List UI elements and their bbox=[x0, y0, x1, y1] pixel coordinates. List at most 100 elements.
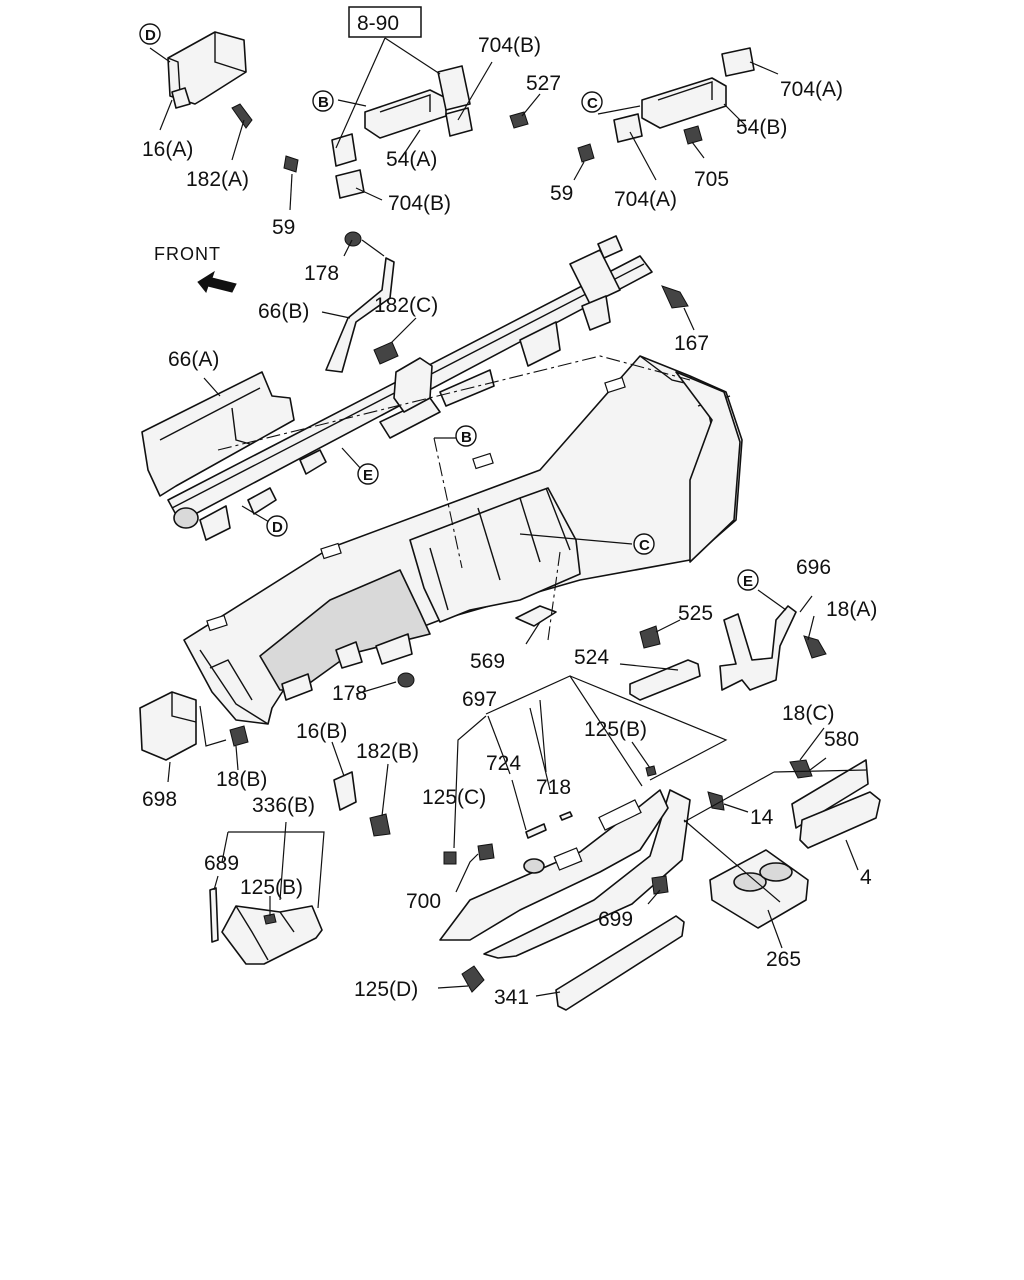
pocket-54a bbox=[364, 89, 447, 139]
label-724: 724 bbox=[486, 752, 521, 775]
cover-4 bbox=[799, 791, 881, 849]
screw-14 bbox=[707, 791, 725, 811]
label-569: 569 bbox=[470, 650, 505, 673]
lower-panel-697 bbox=[439, 789, 691, 959]
clip-569 bbox=[515, 605, 557, 627]
label-689: 689 bbox=[204, 852, 239, 875]
callout-b-panel-letter: B bbox=[461, 429, 472, 446]
label-704b-top: 704(B) bbox=[478, 34, 541, 57]
front-label: FRONT bbox=[154, 244, 221, 264]
label-182a: 182(A) bbox=[186, 168, 249, 191]
clip-125c bbox=[443, 851, 457, 865]
label-54b: 54(B) bbox=[736, 116, 787, 139]
label-4: 4 bbox=[860, 866, 872, 889]
bracket-696 bbox=[719, 605, 797, 691]
bolt-182b bbox=[369, 813, 391, 837]
bolt-182a bbox=[231, 103, 253, 129]
screw-59-left bbox=[283, 155, 299, 173]
label-705: 705 bbox=[694, 168, 729, 191]
label-14: 14 bbox=[750, 806, 774, 829]
trim-524 bbox=[629, 659, 701, 701]
label-341: 341 bbox=[494, 986, 529, 1009]
nut-178-lower bbox=[397, 672, 415, 688]
label-125b-right: 125(B) bbox=[584, 718, 647, 741]
label-182c: 182(C) bbox=[374, 294, 438, 317]
bracket-66b bbox=[325, 257, 395, 373]
strip-689 bbox=[209, 887, 219, 943]
label-696: 696 bbox=[796, 556, 831, 579]
label-704a-bottom: 704(A) bbox=[614, 188, 677, 211]
clip-525 bbox=[639, 625, 661, 649]
bolt-182c bbox=[373, 341, 399, 365]
callout-d-top-letter: D bbox=[145, 27, 156, 44]
callout-d-beam-letter: D bbox=[272, 519, 283, 536]
lid-341 bbox=[555, 915, 685, 1011]
bolt-18a bbox=[803, 635, 827, 659]
label-718: 718 bbox=[536, 776, 571, 799]
assembly-line-c bbox=[547, 551, 561, 641]
label-700: 700 bbox=[406, 890, 441, 913]
callout-b-top: B bbox=[312, 90, 334, 112]
label-527: 527 bbox=[526, 72, 561, 95]
bracket-16b bbox=[333, 771, 357, 811]
label-182b: 182(B) bbox=[356, 740, 419, 763]
callout-c-panel-letter: C bbox=[639, 537, 650, 554]
part-698 bbox=[139, 691, 197, 761]
callout-d-beam: D bbox=[266, 515, 288, 537]
bracket-704a-upper bbox=[721, 47, 755, 77]
callout-c-top: C bbox=[581, 91, 603, 113]
bolt-18c bbox=[789, 759, 813, 779]
front-indicator: FRONT bbox=[154, 244, 237, 294]
callout-e-beam-letter: E bbox=[363, 467, 373, 484]
part-labels: 16(A) 182(A) 704(B) 527 54(A) 59 704(B) … bbox=[142, 34, 877, 1009]
callout-c-top-letter: C bbox=[587, 95, 598, 112]
label-18b: 18(B) bbox=[216, 768, 267, 791]
label-125b-left: 125(B) bbox=[240, 876, 303, 899]
label-525: 525 bbox=[678, 602, 713, 625]
label-16b: 16(B) bbox=[296, 720, 347, 743]
callout-e-bracket-letter: E bbox=[743, 573, 753, 590]
label-699: 699 bbox=[598, 908, 633, 931]
label-167: 167 bbox=[674, 332, 709, 355]
pocket-54b bbox=[641, 77, 727, 129]
bracket-704b-lower bbox=[335, 169, 365, 199]
label-125d: 125(D) bbox=[354, 978, 418, 1001]
instrument-panel bbox=[183, 355, 743, 725]
label-524: 524 bbox=[574, 646, 609, 669]
assembly-line-upper bbox=[217, 355, 691, 451]
label-16a: 16(A) bbox=[142, 138, 193, 161]
label-59-left: 59 bbox=[272, 216, 295, 239]
label-697: 697 bbox=[462, 688, 497, 711]
bolt-167 bbox=[661, 285, 689, 309]
label-704a-top: 704(A) bbox=[780, 78, 843, 101]
label-18a: 18(A) bbox=[826, 598, 877, 621]
callout-e-beam: E bbox=[357, 463, 379, 485]
cup-holder-265 bbox=[709, 849, 809, 929]
screw-699 bbox=[651, 875, 669, 895]
bolt-18b bbox=[229, 725, 249, 747]
front-arrow-icon bbox=[197, 270, 237, 294]
bracket-plate-top bbox=[437, 65, 471, 111]
clip-125b-center bbox=[645, 765, 657, 777]
screw-59-right bbox=[577, 143, 595, 163]
plate-580 bbox=[791, 759, 869, 829]
label-178-top: 178 bbox=[304, 262, 339, 285]
label-18c: 18(C) bbox=[782, 702, 835, 725]
label-704b-bottom: 704(B) bbox=[388, 192, 451, 215]
label-580: 580 bbox=[824, 728, 859, 751]
panel-336b bbox=[221, 905, 323, 965]
label-698: 698 bbox=[142, 788, 177, 811]
bracket-top-left bbox=[167, 31, 247, 109]
trim-724 bbox=[525, 823, 547, 839]
label-54a: 54(A) bbox=[386, 148, 437, 171]
clip-125d bbox=[461, 965, 485, 993]
callout-b-panel: B bbox=[455, 425, 477, 447]
bracket-704b-upper bbox=[445, 107, 473, 137]
assembly-line-b bbox=[433, 437, 463, 569]
bracket-plate-left bbox=[331, 133, 357, 167]
bolt-527 bbox=[509, 111, 529, 129]
reference-box-label: 8-90 bbox=[357, 12, 399, 35]
label-336b: 336(B) bbox=[252, 794, 315, 817]
bracket-704a-lower bbox=[613, 113, 643, 143]
